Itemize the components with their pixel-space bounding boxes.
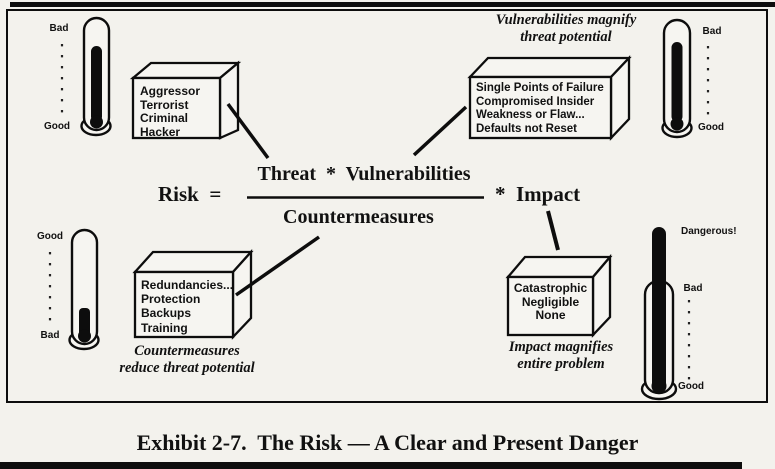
countermeasures-caption-line1: Countermeasures (134, 343, 240, 359)
impact-caption-line1: Impact magnifies (508, 339, 614, 355)
countermeasures-box-line: Backups (141, 306, 192, 321)
equation-rhs: * Impact (495, 182, 581, 206)
threat-box-line: Criminal (140, 111, 189, 126)
thermo-top-left-bad-label: Bad (49, 23, 69, 34)
thermometer-top-left-icon (60, 16, 112, 137)
vulnerability-box-line: Single Points of Failure (476, 82, 604, 94)
impact-box-text: Catastrophic Negligible None (508, 281, 593, 323)
threat-box-line: Hacker (140, 124, 181, 139)
thermometer-bottom-left-icon (48, 228, 100, 351)
thermo-bottom-left-bad-label: Bad (40, 330, 60, 341)
equation-numerator: Threat * Vulnerabilities (257, 163, 471, 185)
impact-caption: Impact magnifies entire problem (471, 339, 651, 372)
thermo-bottom-right-dangerous-label: Dangerous! (681, 226, 737, 237)
countermeasures-box-line: Training (141, 320, 188, 335)
thermo-top-right-bad-label: Bad (702, 26, 722, 37)
thermo-bottom-right-good-label: Good (677, 381, 705, 392)
vulnerabilities-caption: Vulnerabilities magnify threat potential (466, 12, 666, 45)
threat-box-shape (129, 60, 242, 140)
countermeasures-box-text: Redundancies... Protection Backups Train… (141, 278, 233, 335)
impact-caption-line2: entire problem (517, 355, 605, 372)
vulnerability-box-line: Compromised Insider (476, 95, 595, 108)
countermeasures-caption-line2: reduce threat potential (119, 359, 255, 376)
threat-box-line: Aggressor (140, 84, 201, 98)
impact-box-line: Catastrophic (513, 281, 588, 295)
impact-box-line: None (535, 308, 566, 323)
countermeasures-caption: Countermeasures reduce threat potential (97, 343, 277, 376)
countermeasures-box-line: Protection (141, 292, 201, 307)
threat-box-line: Terrorist (140, 97, 189, 112)
bottom-scan-bar (0, 462, 742, 469)
countermeasures-box-line: Redundancies... (141, 278, 234, 292)
thermo-bottom-right-bad-label: Bad (683, 283, 703, 294)
equation-lhs: Risk = (158, 182, 222, 206)
diagram-frame (6, 9, 768, 403)
exhibit-caption: Exhibit 2-7. The Risk — A Clear and Pres… (136, 430, 639, 455)
thermometer-bottom-right-icon (640, 227, 691, 401)
threat-box-text: Aggressor Terrorist Criminal Hacker (140, 84, 201, 139)
vulnerability-box-line: Defaults not Reset (476, 122, 577, 135)
countermeasures-box-shape (132, 249, 254, 340)
vulnerabilities-caption-line2: threat potential (520, 28, 612, 45)
vulnerabilities-caption-line1: Vulnerabilities magnify (495, 12, 637, 28)
top-scan-bar (10, 2, 775, 7)
thermometer-top-right-icon (661, 18, 710, 139)
thermo-top-left-good-label: Good (43, 121, 71, 132)
vulnerability-box-text: Single Points of Failure Compromised Ins… (476, 82, 604, 136)
vulnerability-box-line: Weakness or Flaw... (476, 109, 585, 122)
impact-box-line: Negligible (521, 294, 580, 309)
equation-denominator: Countermeasures (283, 206, 434, 228)
connector-lines (226, 102, 560, 297)
thermo-bottom-left-good-label: Good (36, 231, 64, 242)
thermo-top-right-good-label: Good (697, 122, 725, 133)
vulnerability-box-shape (467, 55, 632, 141)
impact-box-shape (505, 253, 613, 338)
